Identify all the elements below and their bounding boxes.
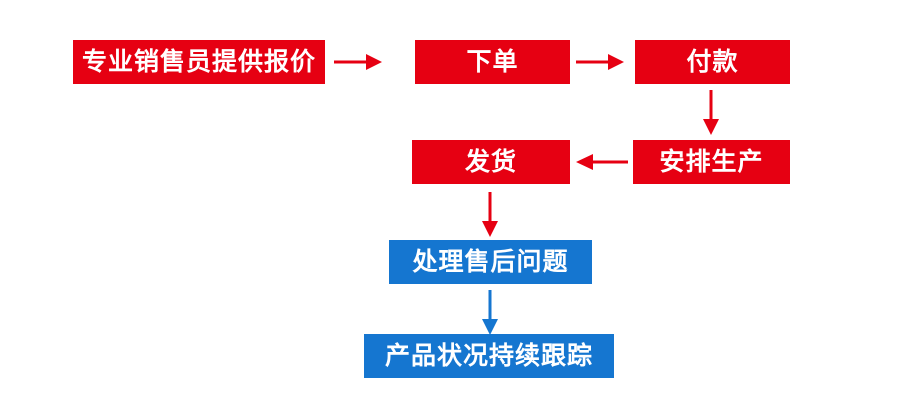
arrow-production-to-ship xyxy=(576,154,628,170)
arrow-quote-to-order xyxy=(334,54,382,70)
node-tracking[interactable]: 产品状况持续跟踪 xyxy=(364,334,614,378)
node-payment[interactable]: 付款 xyxy=(635,40,790,84)
arrow-aftersales-to-tracking xyxy=(482,290,498,335)
node-aftersales[interactable]: 处理售后问题 xyxy=(389,240,592,284)
arrow-order-to-payment xyxy=(576,54,624,70)
arrow-payment-to-production xyxy=(703,90,719,135)
node-order[interactable]: 下单 xyxy=(415,40,570,84)
node-ship[interactable]: 发货 xyxy=(412,140,570,184)
node-production[interactable]: 安排生产 xyxy=(633,140,790,184)
arrow-ship-to-aftersales xyxy=(482,192,498,237)
node-quote[interactable]: 专业销售员提供报价 xyxy=(73,40,325,84)
